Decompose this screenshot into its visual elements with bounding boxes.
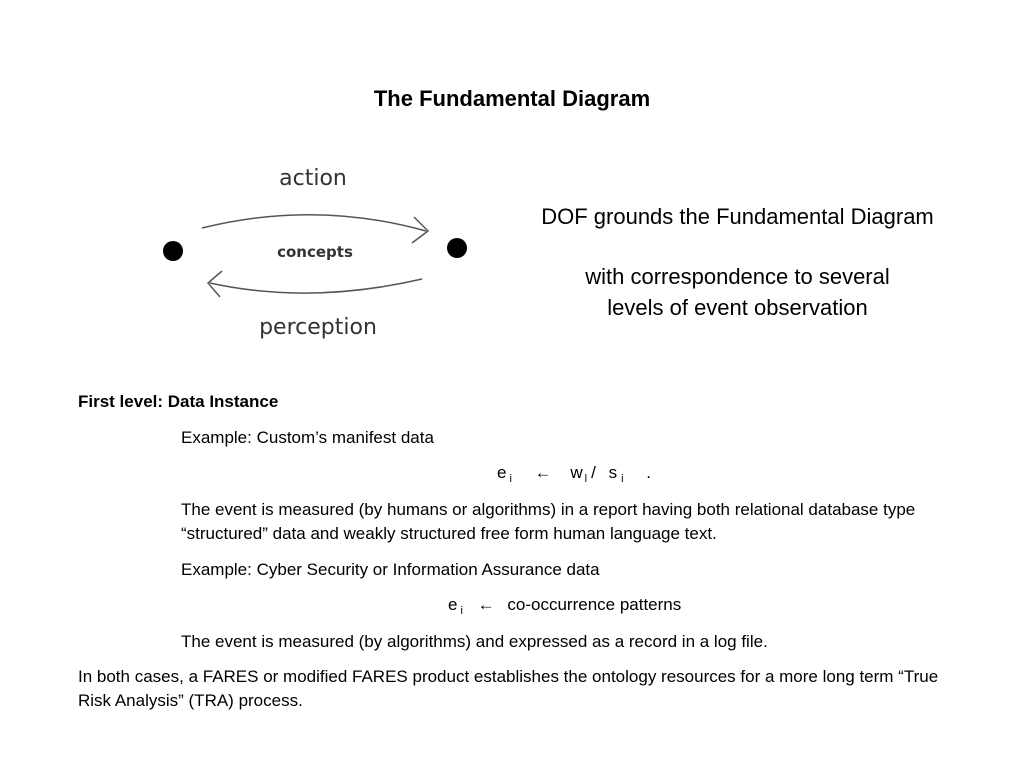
example-cyber: Example: Cyber Security or Information A… bbox=[181, 560, 600, 579]
fundamental-diagram: action concepts perception bbox=[163, 166, 467, 340]
formula-w-sub: l bbox=[584, 473, 588, 485]
perception-arrow bbox=[209, 278, 423, 294]
left-arrow-icon: ← bbox=[477, 595, 495, 614]
perception-label: perception bbox=[259, 315, 377, 340]
left-node bbox=[163, 241, 183, 261]
formula-e-sub: i bbox=[509, 473, 512, 485]
left-arrow-icon: ← bbox=[534, 463, 552, 482]
dof-line-3: levels of event observation bbox=[607, 295, 868, 320]
paragraph-customs: The event is measured (by humans or algo… bbox=[181, 500, 916, 543]
dof-line-1: DOF grounds the Fundamental Diagram bbox=[541, 204, 934, 229]
paragraph-cyber: The event is measured (by algorithms) an… bbox=[181, 632, 768, 651]
right-node bbox=[447, 238, 467, 258]
formula2-rhs: co-occurrence patterns bbox=[507, 595, 682, 614]
formula-slash: / bbox=[591, 463, 596, 482]
conclusion-paragraph: In both cases, a FARES or modified FARES… bbox=[78, 667, 939, 710]
action-label: action bbox=[279, 166, 347, 191]
first-level-heading: First level: Data Instance bbox=[78, 392, 279, 411]
formula-period: . bbox=[646, 463, 652, 482]
formula2-e-sub: i bbox=[460, 605, 463, 617]
action-arrowhead bbox=[411, 216, 430, 244]
formula-e: e bbox=[497, 463, 507, 482]
action-arrow bbox=[201, 214, 427, 232]
formula2-e: e bbox=[448, 595, 458, 614]
formula-w: w bbox=[570, 463, 583, 482]
formula-s: s bbox=[608, 463, 618, 482]
perception-arrowhead bbox=[206, 270, 223, 298]
example-customs: Example: Custom’s manifest data bbox=[181, 428, 434, 447]
dof-line-2: with correspondence to several bbox=[585, 264, 890, 289]
concepts-label: concepts bbox=[277, 243, 353, 261]
slide-title: The Fundamental Diagram bbox=[373, 86, 651, 111]
formula-s-sub: i bbox=[621, 473, 624, 485]
